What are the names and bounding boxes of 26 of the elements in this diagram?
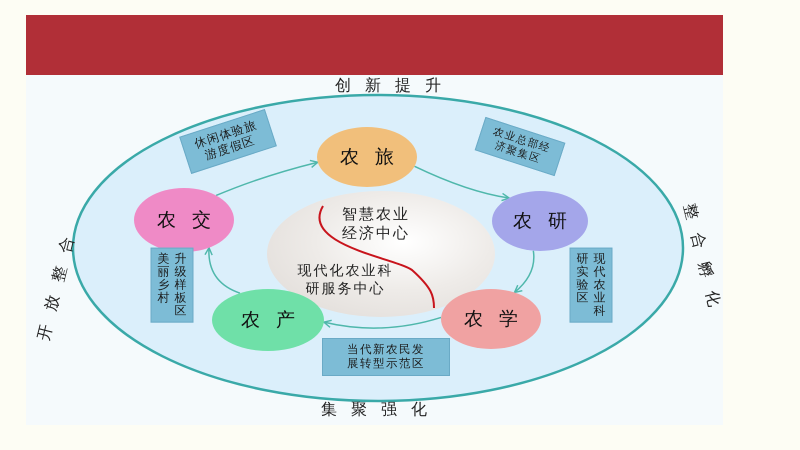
zone-name: 升级样板区 — [174, 252, 186, 318]
arrow — [216, 160, 318, 196]
node-label: 农交 — [156, 208, 227, 233]
arrow — [204, 247, 240, 294]
zone-name: 美丽乡村 — [158, 252, 170, 304]
arrow — [414, 166, 510, 202]
zone-tag — [570, 248, 612, 322]
node-label: 农研 — [512, 209, 583, 234]
ring-label: 集聚强化 — [321, 400, 441, 420]
ring-label: 开放整合 — [33, 221, 82, 343]
center-subtitle: 现代化农业科研服务中心 — [297, 263, 394, 298]
node-label: 农产 — [240, 308, 311, 333]
node-label: 农旅 — [339, 145, 410, 170]
zone-name: 休闲体验旅游度假区 — [192, 117, 260, 165]
zone-name: 农业总部经济聚集区 — [490, 124, 554, 168]
zone-name: 研实验区 — [576, 252, 588, 304]
zone-tag — [150, 248, 194, 322]
ring-label: 整合孵化 — [679, 201, 728, 323]
arrow — [514, 250, 535, 294]
zone-name: 现代农业科 — [594, 252, 606, 318]
ring-label: 创新提升 — [335, 76, 455, 96]
node-label: 农学 — [463, 307, 534, 332]
arrow — [323, 316, 442, 329]
zone-name: 当代新农民发展转型示范区 — [346, 343, 426, 371]
center-title: 智慧农业经济中心 — [340, 205, 411, 242]
zone-tag — [322, 338, 450, 376]
